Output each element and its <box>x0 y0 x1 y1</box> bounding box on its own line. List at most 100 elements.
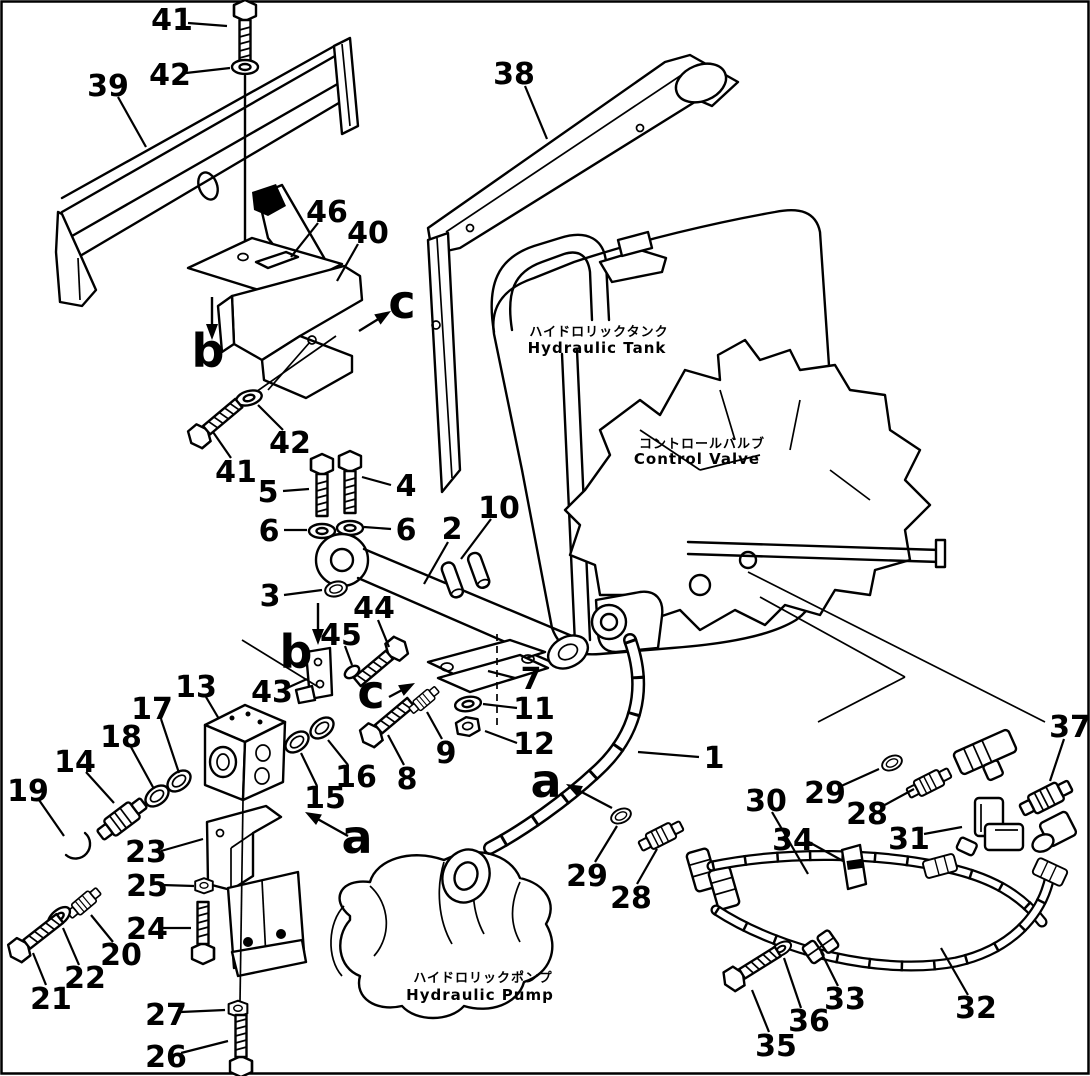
bolt-41-top <box>230 0 260 258</box>
callout-leader-7-7 <box>487 669 516 680</box>
callout-1-0: 1 <box>704 741 725 776</box>
ref-arrowhead-b-3 <box>312 629 324 645</box>
callout-29-31: 29 <box>804 776 846 811</box>
callout-10-10: 10 <box>478 491 520 526</box>
callout-leader-22-22 <box>61 927 81 966</box>
callout-26-26: 26 <box>145 1040 187 1075</box>
callout-leader-10-10 <box>460 518 492 560</box>
callout-leader-42-45 <box>185 66 231 75</box>
cover-strip-38 <box>426 53 740 254</box>
callout-32-34: 32 <box>955 991 997 1026</box>
callout-24-24: 24 <box>126 912 168 947</box>
callout-leader-13-13 <box>205 696 220 720</box>
callout-33-35: 33 <box>824 982 866 1017</box>
callout-17-17: 17 <box>131 692 173 727</box>
callout-leader-9-9 <box>426 711 443 740</box>
hose-1 <box>483 633 646 855</box>
callout-42-46: 42 <box>269 426 311 461</box>
callout-41-44: 41 <box>215 455 257 490</box>
callout-12-12: 12 <box>513 727 555 762</box>
callout-35-37: 35 <box>755 1029 797 1064</box>
callout-leader-8-8 <box>387 734 405 766</box>
callout-leader-30-32 <box>771 811 809 875</box>
callout-leader-18-18 <box>130 746 155 790</box>
callout-leader-42-46 <box>257 404 284 431</box>
callout-27-27: 27 <box>145 998 187 1033</box>
callout-37-39: 37 <box>1049 710 1090 745</box>
callout-19-19: 19 <box>7 774 49 809</box>
hydraulic-tank-label-ja: ハイドロリックタンク <box>529 325 668 340</box>
ref-letter-a-1: a <box>341 810 372 864</box>
callout-7-7: 7 <box>521 662 542 697</box>
callout-leader-14-14 <box>85 771 115 804</box>
callout-leader-3-2 <box>283 588 323 597</box>
control-valve-label-en: Control Valve <box>634 450 760 468</box>
callout-8-8: 8 <box>397 762 418 797</box>
callout-21-21: 21 <box>30 982 72 1017</box>
callout-leader-41-44 <box>212 431 232 459</box>
callout-leader-38-40 <box>523 85 549 140</box>
callout-6-5: 6 <box>259 514 280 549</box>
callout-leader-2-1 <box>423 541 449 585</box>
callout-leader-37-39 <box>1048 738 1066 782</box>
callout-44-48: 44 <box>353 591 395 626</box>
callout-38-40: 38 <box>493 57 535 92</box>
hydraulic-pump-label-en: Hydraulic Pump <box>406 986 554 1004</box>
cover-plates-46-40 <box>183 236 364 453</box>
fitting-37 <box>1016 775 1078 853</box>
callout-leader-43-47 <box>286 677 308 690</box>
ref-arrowhead-a-0 <box>566 784 583 797</box>
callout-leader-4-3 <box>361 475 392 487</box>
callout-20-20: 20 <box>100 938 142 973</box>
callout-leader-45-49 <box>343 645 354 666</box>
callout-4-3: 4 <box>396 469 417 504</box>
callout-leader-40-42 <box>336 243 359 282</box>
callout-leader-25-25 <box>161 883 195 888</box>
callout-28-28: 28 <box>610 881 652 916</box>
callout-leader-23-23 <box>160 837 204 853</box>
guard-rail-39 <box>54 36 360 308</box>
callout-46-50: 46 <box>306 195 348 230</box>
tube-2-assembly <box>241 449 664 752</box>
ref-arrow-line-c-4 <box>358 316 381 333</box>
callout-leader-16-16 <box>327 739 349 766</box>
ref-letter-c-5: c <box>357 665 384 719</box>
callout-leader-28-29 <box>880 788 915 808</box>
callout-23-23: 23 <box>125 835 167 870</box>
callout-25-25: 25 <box>126 869 168 904</box>
callout-5-4: 5 <box>258 475 279 510</box>
callout-leader-20-20 <box>90 914 114 943</box>
callout-13-13: 13 <box>175 670 217 705</box>
clamp-10 <box>440 551 491 599</box>
ref-letter-b-2: b <box>192 324 225 378</box>
ref-arrowhead-c-5 <box>398 683 415 696</box>
callout-leader-35-37 <box>750 989 771 1033</box>
callout-leader-12-12 <box>484 729 518 745</box>
callout-leader-15-15 <box>300 752 318 787</box>
callout-15-15: 15 <box>304 781 346 816</box>
ref-arrow-line-a-0 <box>573 786 613 810</box>
callout-30-32: 30 <box>745 784 787 819</box>
callout-39-41: 39 <box>87 69 129 104</box>
callout-leader-29-30 <box>594 825 618 863</box>
control-valve-label-ja: コントロールバルブ <box>639 436 765 452</box>
ref-arrowhead-a-1 <box>305 812 322 826</box>
callout-43-47: 43 <box>251 675 293 710</box>
callout-14-14: 14 <box>54 745 96 780</box>
ref-arrow-line-a-1 <box>313 815 349 838</box>
callout-41-43: 41 <box>151 3 193 38</box>
callout-16-16: 16 <box>335 760 377 795</box>
ref-arrowhead-c-4 <box>374 311 391 325</box>
ref-letter-b-3: b <box>280 625 313 679</box>
callout-leader-5-4 <box>282 487 310 493</box>
callout-leader-17-17 <box>159 718 181 774</box>
callout-leader-11-11 <box>482 702 518 710</box>
pump-bracket-assembly <box>190 799 308 1076</box>
callout-leader-34-36 <box>806 840 844 862</box>
hoses-30-32-cluster <box>607 728 1078 995</box>
callout-29-30: 29 <box>566 859 608 894</box>
